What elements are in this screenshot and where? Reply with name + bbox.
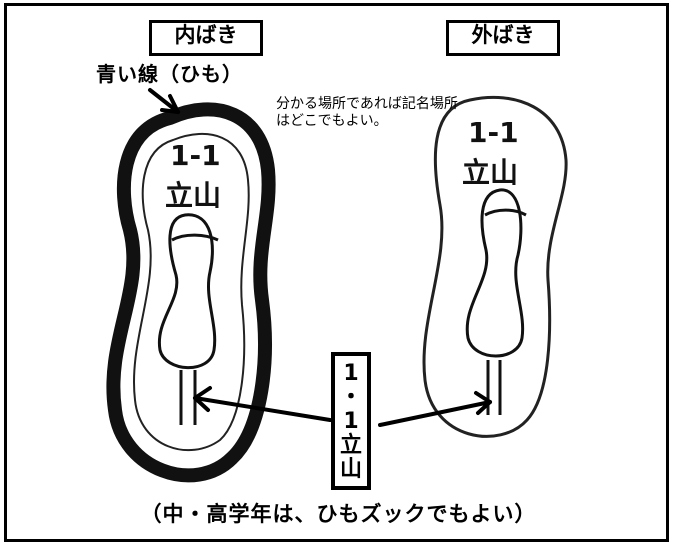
outer-shoe-label: 外ばき	[446, 20, 560, 56]
name-tag-box: 1 ・ 1 立 山	[331, 352, 371, 490]
arrow-icon	[378, 391, 492, 427]
outer-shoe-outline	[422, 95, 568, 438]
inner-shoe-label: 内ばき	[149, 20, 263, 56]
name-tag-char: ・	[339, 385, 362, 410]
name-tag-char: 山	[339, 457, 362, 482]
inner-shoe-insole	[157, 213, 217, 370]
inner-shoe-sole	[133, 132, 250, 452]
footer-note: （中・高学年は、ひもズックでもよい）	[140, 502, 537, 526]
inner-shoe-class: 1-1	[170, 139, 221, 172]
diagram-frame	[4, 3, 669, 542]
blue-line-label: 青い線（ひも）	[96, 62, 243, 86]
name-tag-char: 立	[339, 433, 362, 458]
arrow-icon	[148, 88, 180, 114]
outer-shoe-class: 1-1	[468, 116, 519, 149]
arrow-icon	[193, 386, 332, 422]
inner-shoe-name: 立山	[165, 179, 221, 212]
outer-shoe-strap	[484, 208, 527, 217]
name-location-note: 分かる場所であれば記名場所はどこでもよい。	[276, 96, 458, 129]
outer-shoe-insole	[465, 188, 525, 358]
name-tag-char: 1	[343, 361, 359, 386]
inner-shoe-strap	[171, 233, 219, 242]
outer-shoe-name: 立山	[462, 156, 518, 189]
name-tag-char: 1	[343, 409, 359, 434]
